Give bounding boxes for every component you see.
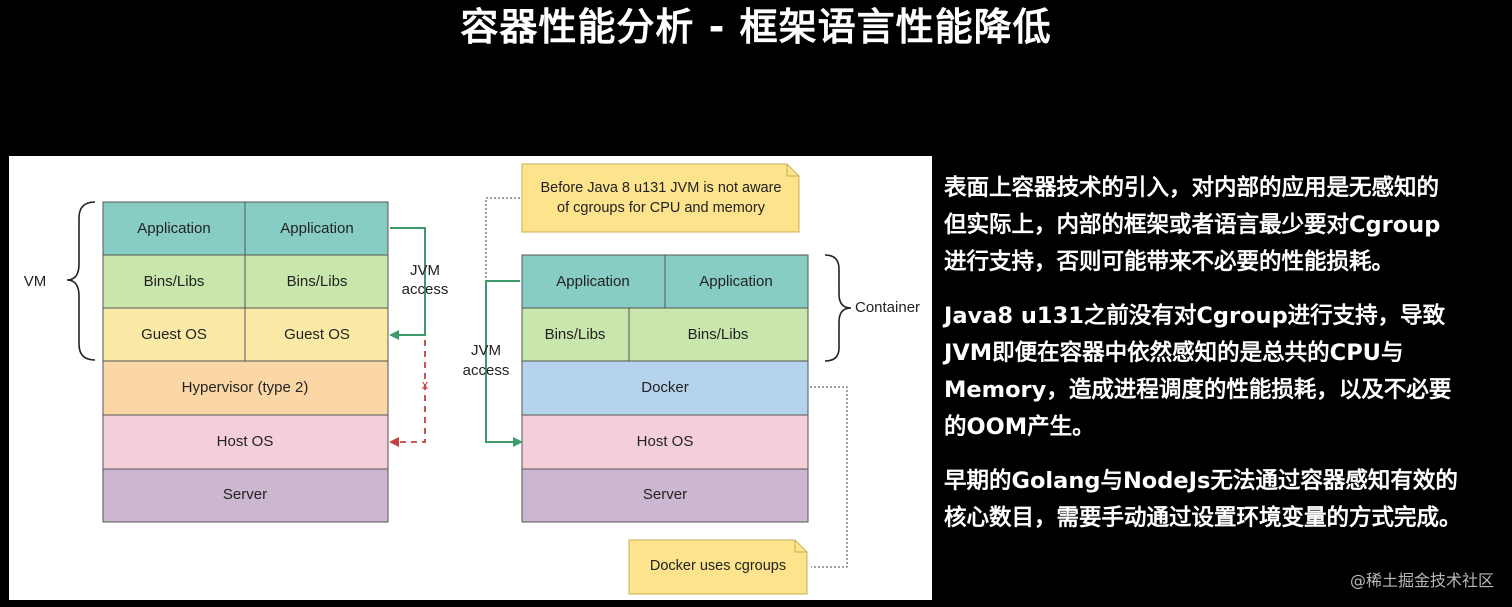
left-app-2: Application [280, 220, 353, 237]
p2-line-2: JVM即便在容器中依然感知的是总共的CPU与 [944, 340, 1404, 366]
right-app-1: Application [556, 273, 629, 290]
p2-line-4: 的OOM产生。 [944, 414, 1095, 440]
left-bins-2: Bins/Libs [287, 273, 348, 290]
note-top: Before Java 8 u131 JVM is not aware of c… [521, 163, 800, 233]
left-hostos: Host OS [217, 433, 274, 450]
left-stack: Application Application Bins/Libs Bins/L… [102, 201, 389, 523]
right-jvm-access: JVM access [463, 280, 523, 447]
right-docker: Docker [641, 379, 689, 396]
p1-line-2: 但实际上，内部的框架或者语言最少要对Cgroup [944, 212, 1441, 238]
note-top-line-1: Before Java 8 u131 JVM is not aware [541, 180, 782, 196]
left-app-1: Application [137, 220, 210, 237]
right-server: Server [643, 486, 687, 503]
left-guestos-2: Guest OS [284, 326, 350, 343]
side-text: 表面上容器技术的引入，对内部的应用是无感知的 但实际上，内部的框架或者语言最少要… [944, 170, 1510, 554]
vm-brace [66, 201, 96, 361]
page-title: 容器性能分析 - 框架语言性能降低 [460, 5, 1052, 49]
right-bins-2: Bins/Libs [688, 326, 749, 343]
p1-line-3: 进行支持，否则可能带来不必要的性能损耗。 [944, 249, 1395, 275]
paragraph-3: 早期的Golang与NodeJs无法通过容器感知有效的 核心数目，需要手动通过设… [944, 463, 1510, 537]
left-server: Server [223, 486, 267, 503]
left-jvm-label-2: access [402, 281, 449, 298]
architecture-diagram: VM Application Application Bins/Libs Bin… [24, 163, 920, 595]
right-jvm-label-2: access [463, 362, 510, 379]
diagram-panel: VM Application Application Bins/Libs Bin… [9, 156, 932, 600]
p3-line-2: 核心数目，需要手动通过设置环境变量的方式完成。 [944, 505, 1462, 531]
green-arrow-left [389, 227, 426, 340]
paragraph-1: 表面上容器技术的引入，对内部的应用是无感知的 但实际上，内部的框架或者语言最少要… [944, 170, 1510, 281]
left-hypervisor: Hypervisor (type 2) [182, 379, 309, 396]
right-hostos: Host OS [637, 433, 694, 450]
p2-line-1: Java8 u131之前没有对Cgroup进行支持，导致 [944, 303, 1446, 329]
container-label: Container [855, 299, 920, 316]
note-top-line-2: of cgroups for CPU and memory [557, 200, 766, 216]
watermark: @稀土掘金技术社区 [1349, 571, 1494, 590]
p1-line-1: 表面上容器技术的引入，对内部的应用是无感知的 [944, 175, 1440, 201]
right-bins-1: Bins/Libs [545, 326, 606, 343]
red-dashed-arrow [389, 340, 426, 447]
note-bottom-text: Docker uses cgroups [650, 558, 786, 574]
container-brace [824, 254, 852, 362]
left-guestos-1: Guest OS [141, 326, 207, 343]
left-jvm-access: x JVM access [389, 227, 449, 447]
p3-line-1: 早期的Golang与NodeJs无法通过容器感知有效的 [944, 468, 1458, 494]
docker-note-connector [810, 386, 848, 568]
x-mark: x [422, 377, 429, 392]
p2-line-3: Memory，造成进程调度的性能损耗，以及不必要 [944, 377, 1452, 403]
note-top-connector [485, 197, 520, 279]
paragraph-2: Java8 u131之前没有对Cgroup进行支持，导致 JVM即便在容器中依然… [944, 298, 1510, 446]
right-stack: Application Application Bins/Libs Bins/L… [521, 254, 809, 523]
left-jvm-label-1: JVM [410, 262, 440, 279]
right-jvm-label-1: JVM [471, 342, 501, 359]
right-app-2: Application [699, 273, 772, 290]
vm-label: VM [24, 273, 47, 290]
left-bins-1: Bins/Libs [144, 273, 205, 290]
green-arrow-right [485, 280, 523, 447]
note-bottom: Docker uses cgroups [628, 539, 808, 595]
